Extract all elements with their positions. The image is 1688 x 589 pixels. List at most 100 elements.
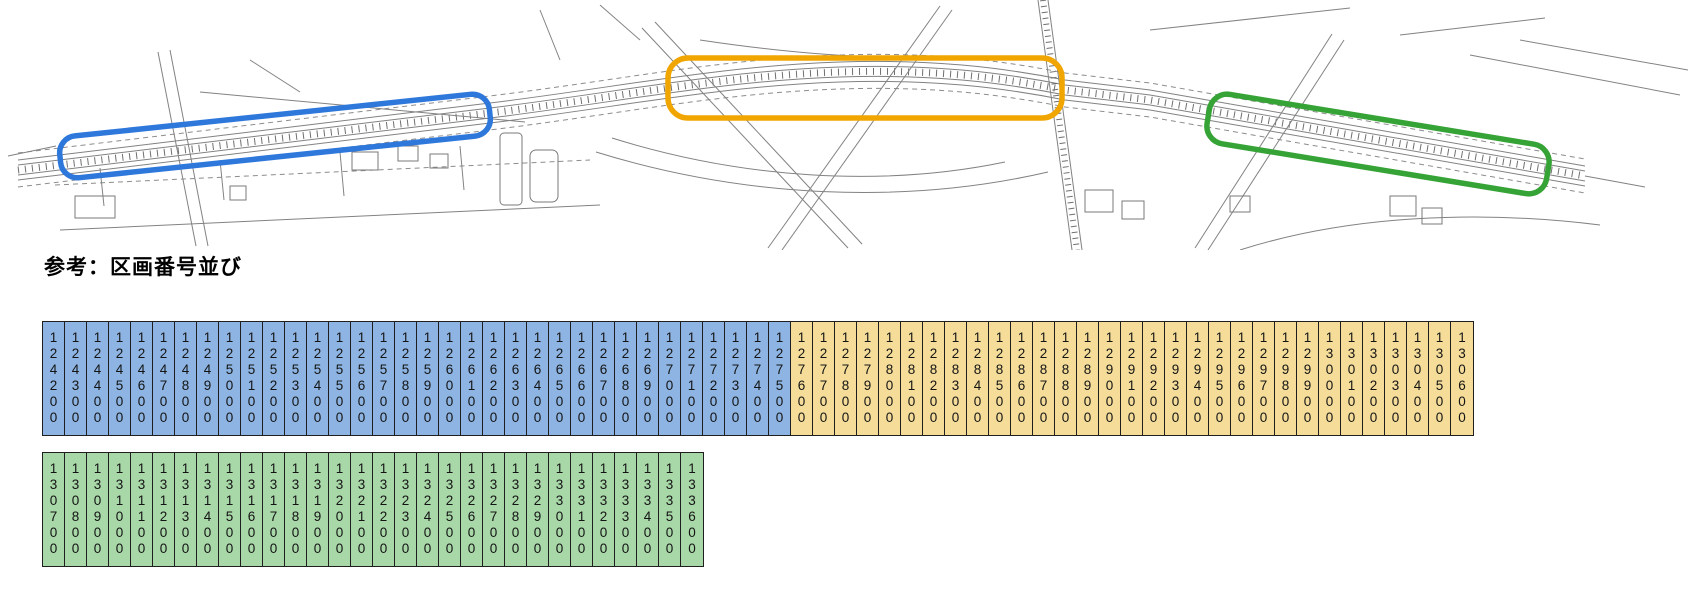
blue-section-highlight bbox=[56, 91, 494, 181]
corridor-lines bbox=[17, 53, 1586, 194]
background-streets bbox=[7, 0, 1688, 250]
background-buildings bbox=[74, 132, 1443, 225]
green-section-highlight bbox=[1204, 91, 1552, 197]
yellow-section-highlight bbox=[665, 55, 1065, 121]
plan-map bbox=[7, 0, 1688, 250]
page-title: 参考：区画番号並び bbox=[44, 256, 242, 279]
